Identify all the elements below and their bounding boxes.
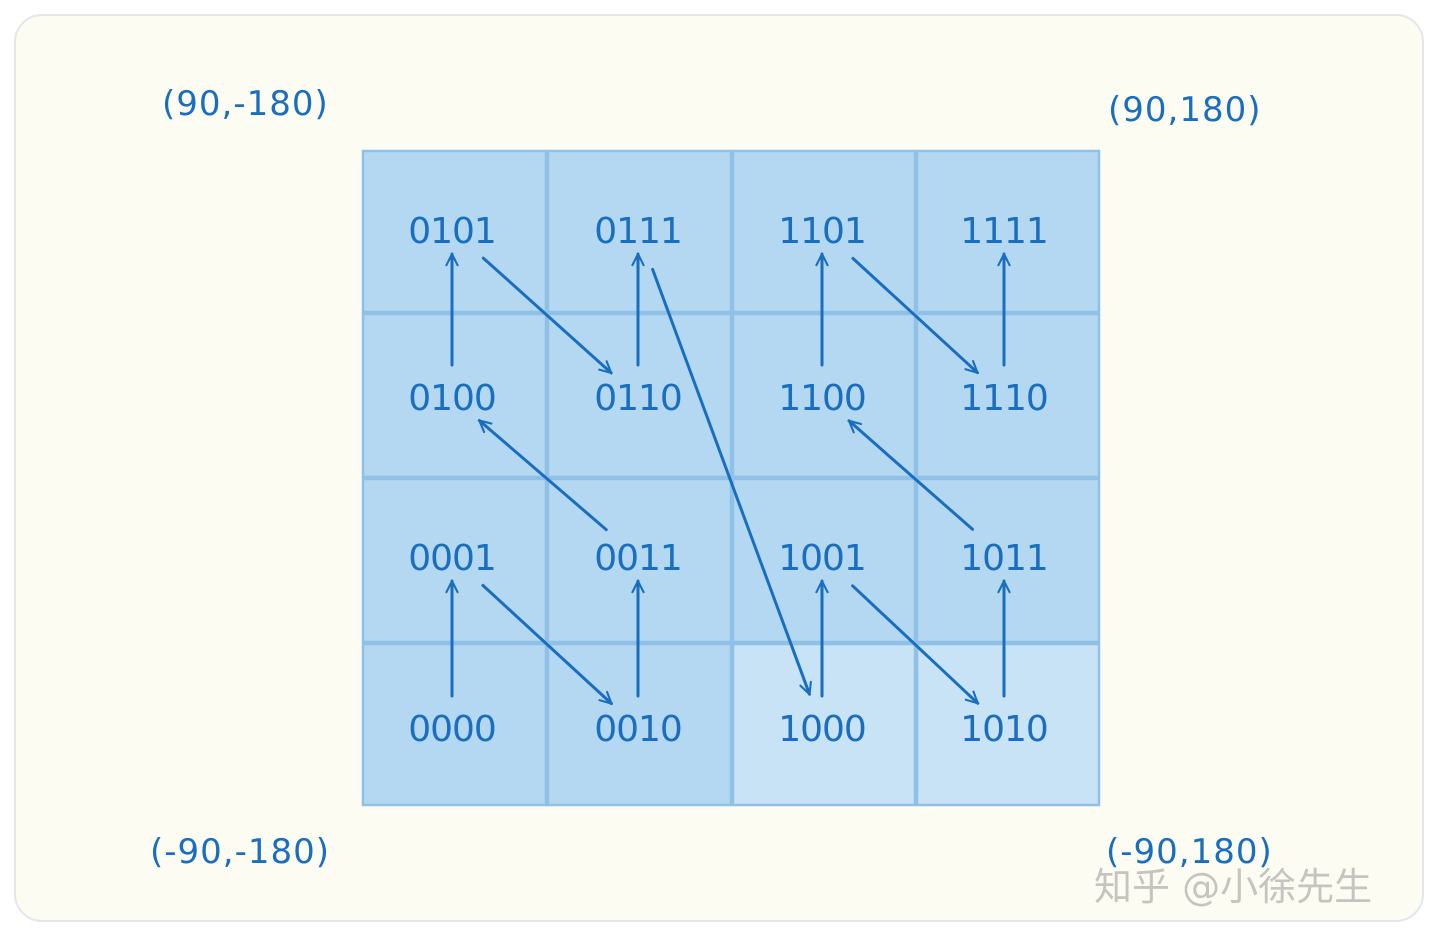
labels-layer: 0101 0111 1101 1111 0100 0110 1100 1110 0001 0011… bbox=[408, 211, 1049, 750]
path-arrow-1001-to-1010 bbox=[851, 584, 980, 705]
cell-label-0011: 0011 bbox=[594, 538, 682, 579]
grid-cell-1110 bbox=[915, 312, 1101, 479]
arrows-layer bbox=[445, 252, 1011, 706]
corner-label-top-right: (90,180) bbox=[1108, 90, 1262, 130]
grid-cell-1111 bbox=[915, 149, 1101, 314]
path-arrow-0101-to-0110 bbox=[481, 256, 613, 375]
cells-layer bbox=[361, 149, 1101, 807]
cell-label-1001: 1001 bbox=[778, 538, 866, 579]
cell-label-0001: 0001 bbox=[408, 538, 496, 579]
grid-cell-0000 bbox=[361, 642, 548, 807]
corner-label-top-left: (90,-180) bbox=[162, 84, 329, 124]
grid-cell-1100 bbox=[731, 312, 917, 479]
watermark: 知乎 @小徐先生 bbox=[1094, 865, 1373, 909]
cell-label-1110: 1110 bbox=[960, 378, 1048, 419]
path-arrow-0001-to-0010 bbox=[481, 583, 613, 706]
corner-label-bottom-left: (-90,-180) bbox=[150, 832, 331, 872]
path-arrow-1011-to-1100 bbox=[847, 419, 974, 531]
grid-cell-1000 bbox=[731, 642, 917, 807]
path-arrow-0111-to-1000 bbox=[651, 267, 812, 696]
grid-cell-1101 bbox=[731, 149, 917, 314]
cell-label-0000: 0000 bbox=[408, 709, 496, 750]
cell-label-0100: 0100 bbox=[408, 378, 496, 419]
cell-label-1101: 1101 bbox=[778, 211, 866, 252]
cell-label-1010: 1010 bbox=[960, 709, 1048, 750]
cell-label-0110: 0110 bbox=[594, 378, 682, 419]
grid-cell-1010 bbox=[915, 642, 1101, 807]
cell-label-1111: 1111 bbox=[960, 211, 1048, 252]
cell-label-1000: 1000 bbox=[778, 709, 866, 750]
corner-label-bottom-right: (-90,180) bbox=[1106, 832, 1273, 872]
cell-label-0111: 0111 bbox=[594, 211, 682, 252]
cell-label-1011: 1011 bbox=[960, 538, 1048, 579]
cell-label-0010: 0010 bbox=[594, 709, 682, 750]
cell-label-0101: 0101 bbox=[408, 211, 496, 252]
cell-label-1100: 1100 bbox=[778, 378, 866, 419]
path-arrow-0011-to-0100 bbox=[477, 419, 608, 532]
path-arrow-1101-to-1110 bbox=[851, 256, 979, 375]
